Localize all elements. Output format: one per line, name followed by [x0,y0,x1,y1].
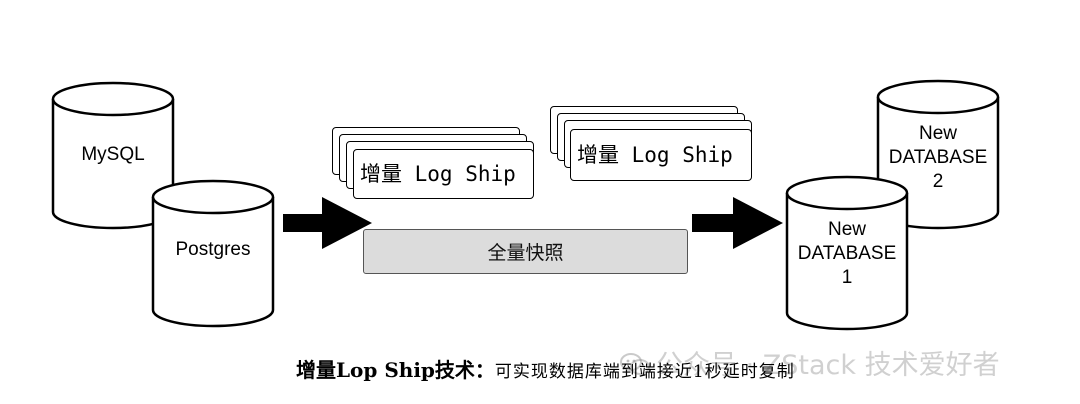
mysql-label: MySQL [81,144,145,165]
full-snapshot-label: 全量快照 [487,242,564,264]
new-database-1-cylinder [785,175,909,331]
log-ship-label: 增量 Log Ship [577,143,733,167]
log-ship-card-front: 增量 Log Ship [570,129,752,181]
caption-title: 增量Lop Ship技术： [296,358,495,382]
right-arrow-icon [692,197,783,249]
log-ship-label: 增量 Log Ship [360,162,516,186]
full-snapshot-bar: 全量快照 [363,229,688,274]
caption-text: 可实现数据库端到端接近1秒延时复制 [494,362,795,382]
watermark-text: 公众号 · ZStack 技术爱好者 [656,350,1000,381]
caption: 增量Lop Ship技术：可实现数据库端到端接近1秒延时复制 [296,354,795,383]
watermark: 公众号 · ZStack 技术爱好者 [620,343,1000,382]
new-database-2-label: New DATABASE 2 [888,123,988,192]
postgres-label: Postgres [175,239,251,260]
wechat-icon [620,353,650,375]
left-arrow-icon [283,197,372,249]
postgres-cylinder [151,179,275,328]
mysql-cylinder [51,81,175,230]
log-ship-card-front: 增量 Log Ship [353,149,534,199]
new-database-1-label: New DATABASE 1 [797,219,897,288]
